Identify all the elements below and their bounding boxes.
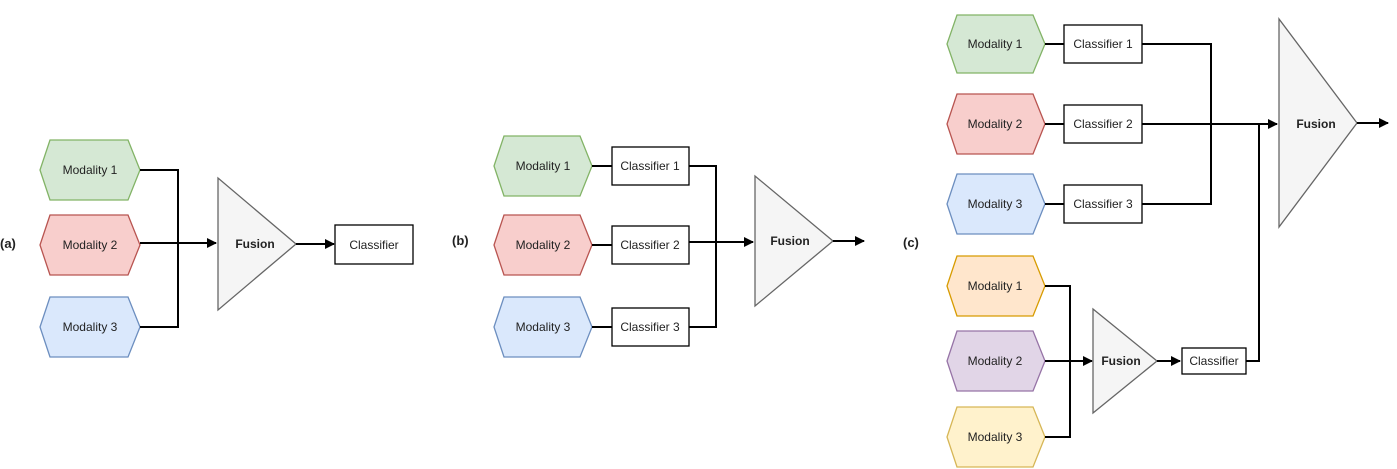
panel-b-classifier-3-label: Classifier 3 bbox=[620, 320, 680, 334]
panel-b-classifier-1-box bbox=[611, 146, 690, 186]
panel-c-bottom-modality-1 bbox=[946, 255, 1046, 317]
panel-c-bottom-fusion-triangle bbox=[1092, 307, 1159, 415]
panel-a-connector-3 bbox=[140, 243, 179, 328]
panel-c-top-classifier-3-box bbox=[1063, 184, 1143, 224]
panel-a-modality-1 bbox=[39, 139, 141, 201]
panel-b-fusion-triangle bbox=[754, 174, 835, 308]
panel-c-bottom-modality-3-label: Modality 3 bbox=[968, 430, 1023, 444]
panel-c-bottom-fusion-label: Fusion bbox=[1101, 354, 1140, 368]
panel-c-final-fusion-label: Fusion bbox=[1296, 117, 1335, 131]
panel-c-top-modality-1-label: Modality 1 bbox=[968, 37, 1023, 51]
panel-b-modality-1-label: Modality 1 bbox=[516, 159, 571, 173]
panel-c-top-modality-3-label: Modality 3 bbox=[968, 197, 1023, 211]
panel-c-top-classifier-3-label: Classifier 3 bbox=[1073, 197, 1133, 211]
panel-b-modality-2-label: Modality 2 bbox=[516, 238, 571, 252]
panel-a: (a) Modality 1 Modality 2 Modality 3 Fus… bbox=[0, 139, 414, 358]
panel-c-bottom-connector-3 bbox=[1045, 361, 1071, 438]
panel-a-fusion-triangle bbox=[217, 176, 298, 312]
panel-c-top-modality-1 bbox=[946, 14, 1046, 74]
panel-b-modality-3-label: Modality 3 bbox=[516, 320, 571, 334]
panel-c: (c) Modality 1 Modality 2 Modality 3 Cla… bbox=[903, 14, 1389, 468]
panel-b-label: (b) bbox=[452, 233, 469, 248]
panel-c-top-connector-3 bbox=[1142, 124, 1212, 205]
panel-c-bottom-classifier-label: Classifier bbox=[1189, 354, 1238, 368]
panel-a-modality-2 bbox=[39, 214, 141, 276]
panel-b-modality-2 bbox=[493, 214, 593, 276]
panel-c-top-modality-2 bbox=[946, 93, 1046, 155]
panel-b-classifier-2-label: Classifier 2 bbox=[620, 238, 680, 252]
panel-a-classifier-box bbox=[334, 224, 414, 265]
panel-b-classifier-3-box bbox=[611, 307, 690, 347]
panel-c-bottom-modality-3 bbox=[946, 406, 1046, 468]
panel-c-top-classifier-2-label: Classifier 2 bbox=[1073, 117, 1133, 131]
panel-c-top-connector-1 bbox=[1142, 43, 1212, 124]
panel-b-classifier-2-box bbox=[611, 225, 690, 265]
panel-a-label: (a) bbox=[0, 236, 16, 251]
panel-c-bottom-connector-1 bbox=[1045, 285, 1071, 361]
panel-b-connector-1 bbox=[689, 165, 717, 242]
panel-c-top-classifier-1-box bbox=[1063, 24, 1143, 64]
panel-c-label: (c) bbox=[903, 235, 919, 250]
panel-a-connector-1 bbox=[140, 169, 179, 243]
panel-c-top-modality-2-label: Modality 2 bbox=[968, 117, 1023, 131]
panel-a-modality-3-label: Modality 3 bbox=[63, 320, 118, 334]
panel-a-modality-2-label: Modality 2 bbox=[63, 238, 118, 252]
panel-c-bottom-classifier-to-final bbox=[1246, 124, 1260, 362]
panel-b-classifier-1-label: Classifier 1 bbox=[620, 159, 680, 173]
panel-a-classifier-label: Classifier bbox=[349, 238, 398, 252]
panel-c-final-fusion-triangle bbox=[1278, 17, 1358, 229]
panel-a-modality-3 bbox=[39, 296, 141, 358]
panel-c-bottom-modality-2-label: Modality 2 bbox=[968, 354, 1023, 368]
panel-b-modality-3 bbox=[493, 296, 593, 358]
panel-b-fusion-label: Fusion bbox=[770, 234, 809, 248]
panel-a-modality-1-label: Modality 1 bbox=[63, 163, 118, 177]
panel-c-bottom-modality-2 bbox=[946, 330, 1046, 392]
panel-c-top-modality-3 bbox=[946, 173, 1046, 235]
panel-a-fusion-label: Fusion bbox=[235, 237, 274, 251]
panel-b-modality-1 bbox=[493, 135, 593, 197]
panel-c-bottom-classifier-box bbox=[1181, 347, 1247, 375]
panel-c-top-classifier-1-label: Classifier 1 bbox=[1073, 37, 1133, 51]
panel-b: (b) Modality 1 Modality 2 Modality 3 Cla… bbox=[452, 135, 865, 358]
panel-c-bottom-modality-1-label: Modality 1 bbox=[968, 279, 1023, 293]
panel-b-connector-3 bbox=[689, 242, 717, 328]
